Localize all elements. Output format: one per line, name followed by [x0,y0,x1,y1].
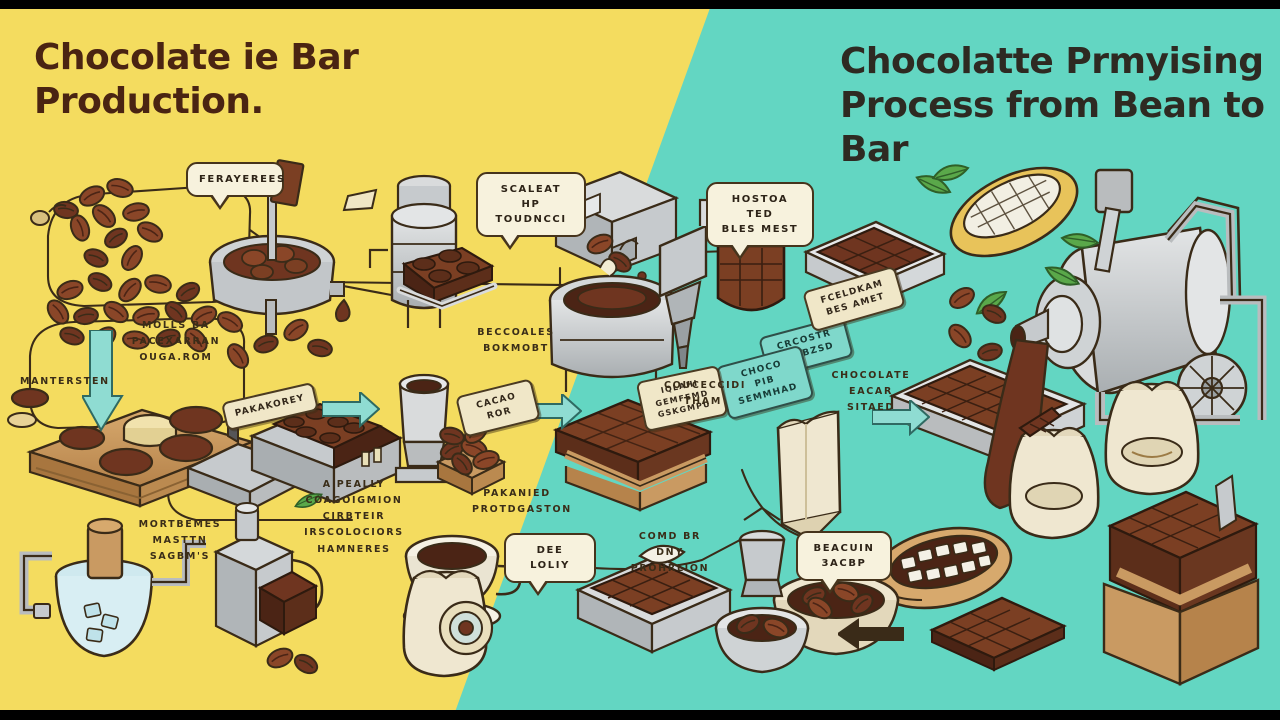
grinding-caption: BECCOALES BOKMOBT [477,327,555,355]
refining-caption: PAKANIED PROTDGASTON [472,488,572,516]
tempering-bubble[interactable]: DEE LOLIY [504,533,596,596]
arrow-down-left [82,330,124,432]
winnowing-bubble[interactable]: HOSTOA TED BLES MEST [706,182,814,260]
paper-sack [292,400,494,678]
moulding2-caption: MORTBEMES MASTTN SAGBM'S [138,519,222,563]
moulding-caption: MANTERSTEN [20,376,110,387]
wrapped-chocolate-bar [803,220,947,306]
burlap-sacks [1008,380,1200,540]
storage-tank [19,517,206,658]
packaging-bubble[interactable]: BEACUIN 3ACBP [796,531,892,594]
cooling-tray [575,544,733,654]
fermentation-bubble[interactable]: FERAYEREES [186,162,284,210]
cocoa-pod-open [913,161,1100,319]
cooling-caption: COMD BR DNY PROHRLION [630,531,710,575]
chocolate-chunks-pile [396,246,498,310]
letterbox-top [0,0,1280,9]
page-title-left: Chocolate ie Bar Producti‌on. [34,37,359,122]
conching-caption: A PEALLY COAGOIGMION CIRBTEIR IRSCOLOCIO… [304,479,404,555]
roasting-bubble[interactable]: SCALEAT HP TOUDNCCI [476,172,586,250]
arrow-right-1 [322,392,380,428]
cocoa-beans-pile-top [30,175,167,275]
conche-caption: COUCECCIDI THAM [664,380,747,408]
arrow-right-3 [872,400,930,436]
extruder-nozzle [658,198,718,369]
letterbox-bottom [0,710,1280,720]
bowl-of-beans [772,572,900,656]
roaster-trolley [983,168,1267,510]
package-caption: CHOCOLATE EACAR SITAED [831,370,911,414]
arrow-left-bottom [838,618,904,650]
dispenser-machine [213,502,324,678]
harvest-caption: MOLLS BA PACEXARRAN OUGA.ROM [131,320,221,364]
chocolate-bar-loose [929,596,1067,672]
cocoa-pod-white [871,526,1013,610]
chocolate-shield-plaque [716,244,786,312]
grinder-hopper [394,373,507,496]
chocolate-bar-stack-right [1102,474,1260,686]
page-title-right: Chocolatte Prmyising Process from Bean t… [840,41,1265,170]
conche-tank [548,239,676,392]
packing-bag [776,410,842,542]
grinder-small [714,506,810,674]
fermentation-vat [208,159,378,335]
